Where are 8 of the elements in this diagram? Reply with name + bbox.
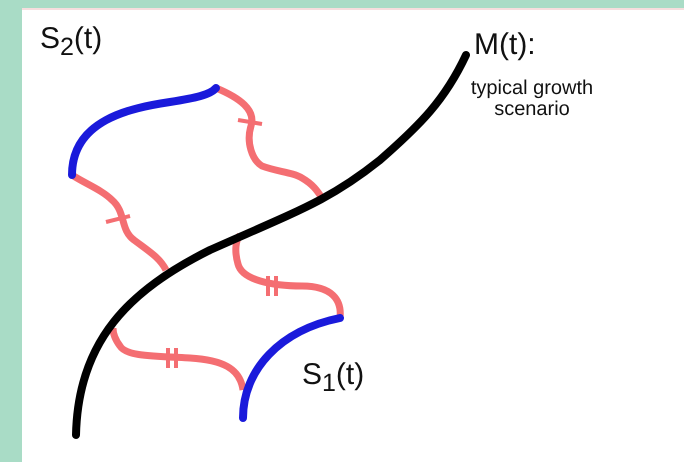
curve-label: M(t): xyxy=(474,28,536,62)
curve-label: S$_{2}$(t) xyxy=(40,22,102,62)
connector-line xyxy=(214,84,325,200)
connector-line xyxy=(70,172,170,272)
connector-line xyxy=(110,328,246,391)
curve-caption: typical growth scenario xyxy=(470,78,594,120)
connector-line xyxy=(232,232,344,318)
curve-label: S$_{1}$(t) xyxy=(302,358,364,398)
